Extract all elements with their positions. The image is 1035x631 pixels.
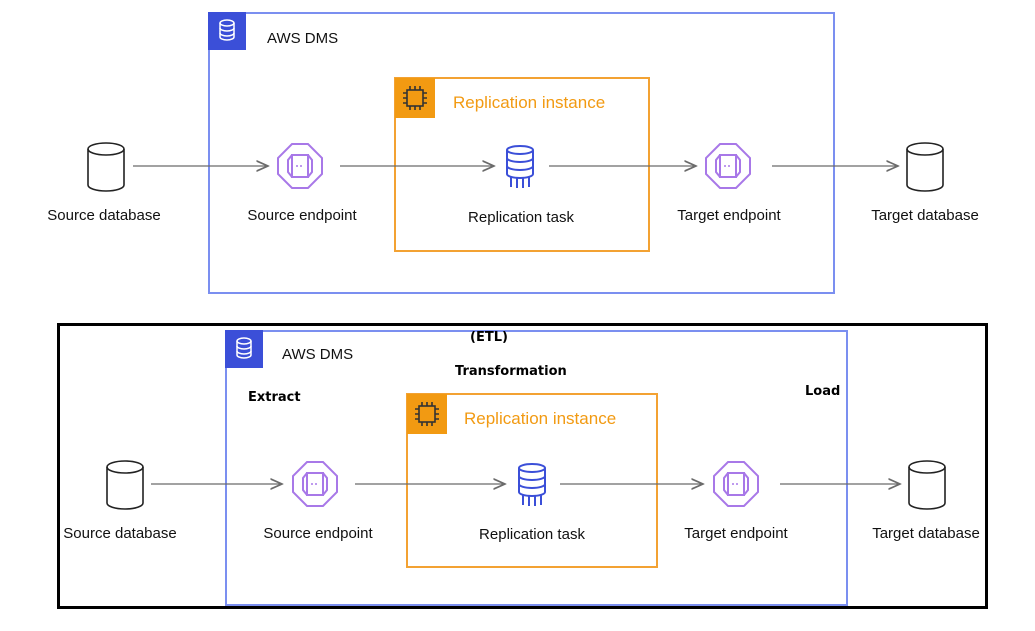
- flow-arrows: [151, 326, 991, 612]
- replication-task-icon: [518, 463, 546, 506]
- source-endpoint-icon: [292, 461, 338, 507]
- aws-dms-icon: [225, 330, 263, 368]
- dms-diagram-original: AWS DMS Replication instance Source data…: [0, 0, 1035, 310]
- replication-task-icon: [506, 145, 534, 188]
- source-database-icon: [87, 142, 125, 192]
- target-database-label: Target database: [872, 525, 980, 542]
- replication-task-label: Replication task: [468, 209, 574, 226]
- chip-icon: [395, 78, 435, 118]
- aws-dms-container: [225, 330, 848, 606]
- etl-label: (ETL): [470, 330, 508, 345]
- dms-diagram-etl: AWS DMS (ETL) Transformation Extract Loa…: [57, 323, 988, 609]
- source-database-icon: [106, 460, 144, 510]
- load-label: Load: [805, 384, 841, 399]
- source-endpoint-icon: [277, 143, 323, 189]
- target-database-icon: [906, 142, 944, 192]
- replication-instance-label: Replication instance: [464, 409, 617, 428]
- aws-dms-icon: [208, 12, 246, 50]
- transformation-label: Transformation: [455, 364, 567, 379]
- target-endpoint-label: Target endpoint: [677, 207, 781, 224]
- aws-dms-label: AWS DMS: [267, 30, 339, 47]
- target-endpoint-icon: [713, 461, 759, 507]
- target-endpoint-icon: [705, 143, 751, 189]
- replication-instance-container: Replication instance: [406, 393, 658, 568]
- source-endpoint-label: Source endpoint: [263, 525, 373, 542]
- replication-task-label: Replication task: [479, 526, 585, 543]
- source-database-label: Source database: [63, 525, 177, 542]
- flow-arrows: [133, 0, 1035, 310]
- replication-instance-label: Replication instance: [453, 93, 606, 112]
- source-database-label: Source database: [47, 207, 161, 224]
- target-endpoint-label: Target endpoint: [684, 525, 788, 542]
- chip-icon: [407, 394, 447, 434]
- aws-dms-label: AWS DMS: [282, 346, 354, 363]
- extract-label: Extract: [248, 390, 301, 405]
- source-endpoint-label: Source endpoint: [247, 207, 357, 224]
- target-database-label: Target database: [871, 207, 979, 224]
- aws-dms-container: [208, 12, 835, 294]
- replication-instance-container: Replication instance: [394, 77, 650, 252]
- target-database-icon: [908, 460, 946, 510]
